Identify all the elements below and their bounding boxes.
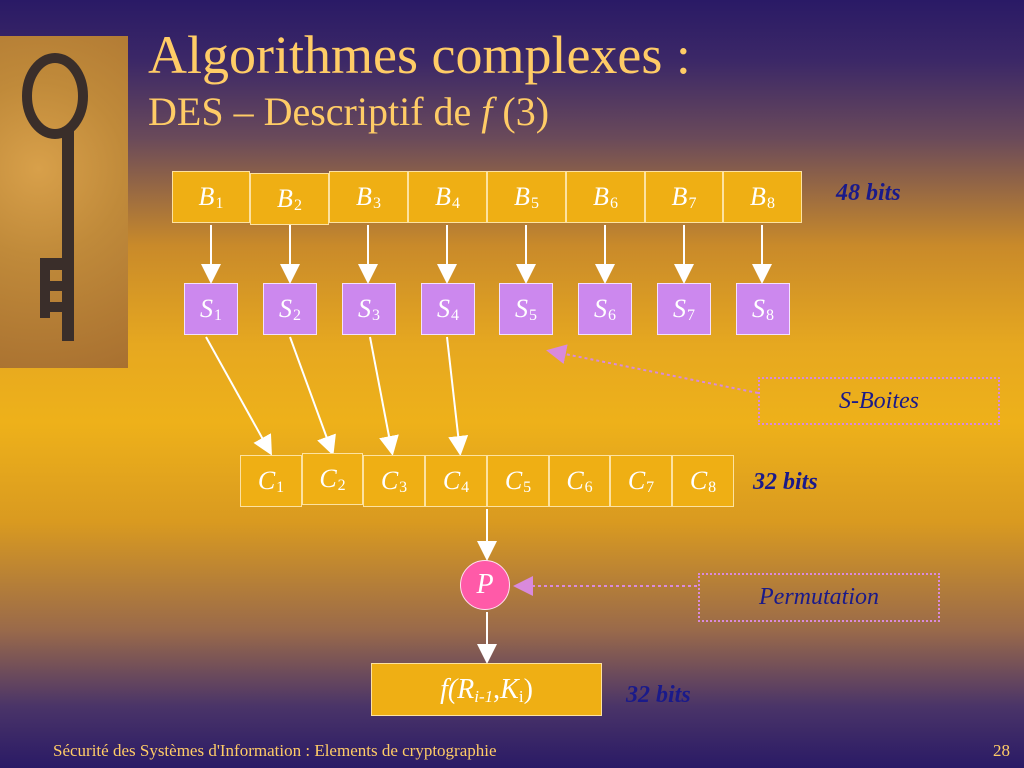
subtitle-pre: DES – Descriptif de xyxy=(148,89,482,134)
f-output-k-sub: i xyxy=(518,686,524,706)
slide-subtitle: DES – Descriptif de f (3) xyxy=(148,88,549,136)
permutation-note: Permutation xyxy=(698,573,940,622)
sboites-note: S-Boites xyxy=(758,377,1000,425)
f-output-r-sub: i-1 xyxy=(474,686,494,706)
page-number: 28 xyxy=(993,741,1010,760)
subtitle-post: (3) xyxy=(492,89,550,134)
f-output-r: R xyxy=(457,673,475,705)
key-image xyxy=(0,36,128,368)
f-output-k: K xyxy=(500,673,519,705)
bits-32-f-label: 32 bits xyxy=(626,682,691,708)
permutation-node: P xyxy=(460,560,510,610)
bits-32-c-label: 32 bits xyxy=(753,469,818,495)
subtitle-f: f xyxy=(481,89,493,134)
f-output-comma: , xyxy=(493,673,501,705)
slide-footer: Sécurité des Systèmes d'Information : El… xyxy=(53,741,497,760)
f-output-f: f( xyxy=(440,673,458,705)
bits-48-label: 48 bits xyxy=(836,180,901,206)
slide-title: Algorithmes complexes : xyxy=(148,25,691,85)
f-output-close: ) xyxy=(523,673,533,705)
